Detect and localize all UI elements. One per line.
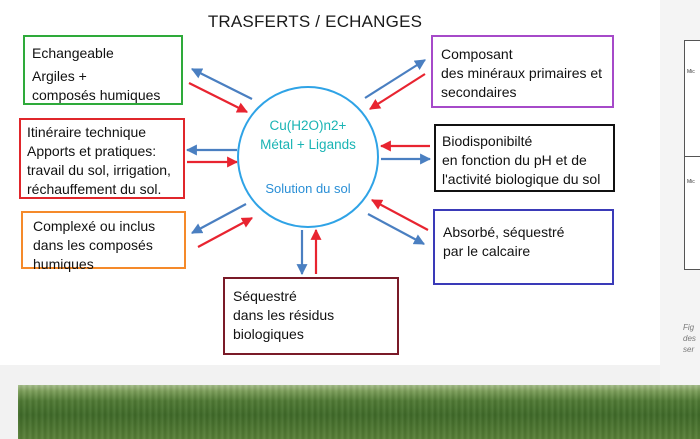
box-composant-line: des minéraux primaires et [441, 65, 603, 81]
arrow-blue [191, 68, 253, 100]
box-complexe-line: dans les composés [33, 237, 153, 253]
side-caption-line: des [683, 334, 696, 343]
arrow-red [188, 82, 248, 113]
box-echangeable: Echangeable Argiles + composés humiques [23, 35, 183, 105]
box-composant: Composant des minéraux primaires et seco… [431, 35, 614, 108]
arrow-blue [364, 59, 426, 99]
box-echangeable-line: composés humiques [32, 87, 161, 103]
side-table-label: Mic [687, 69, 695, 75]
box-complexe-line: humiques [33, 256, 94, 272]
side-table: Mic Mic [684, 40, 700, 270]
arrow-red [369, 73, 426, 110]
box-itineraire-line: travail du sol, irrigation, [27, 162, 171, 178]
box-absorbe-line: par le calcaire [443, 243, 531, 259]
side-table-label: Mic [687, 179, 695, 185]
box-sequestre-line: Séquestré [233, 288, 297, 304]
box-complexe: Complexé ou inclus dans les composés hum… [21, 211, 186, 272]
box-itineraire-line: Apports et pratiques: [27, 143, 157, 159]
box-complexe-line: Complexé ou inclus [33, 218, 156, 234]
box-absorbe: Absorbé, séquestré par le calcaire [433, 209, 614, 285]
center-formula: Cu(H2O)n2+ [269, 118, 347, 133]
side-table-divider [685, 156, 700, 157]
box-composant-line: Composant [441, 46, 513, 62]
box-echangeable-line: Echangeable [32, 45, 114, 61]
box-sequestre-line: biologiques [233, 326, 304, 342]
side-caption-line: ser [683, 345, 695, 354]
box-itineraire: Itinéraire technique Apports et pratique… [19, 118, 185, 199]
arrow-red [197, 217, 253, 248]
center-label: Solution du sol [265, 181, 351, 196]
center-subtitle: Métal + Ligands [260, 137, 356, 152]
grass-field-photo [18, 385, 700, 439]
box-absorbe-line: Absorbé, séquestré [443, 224, 565, 240]
box-sequestre-residus: Séquestré dans les résidus biologiques [223, 277, 399, 355]
arrow-blue [367, 213, 425, 245]
arrow-red [371, 199, 429, 231]
box-echangeable-line: Argiles + [32, 68, 87, 84]
box-composant-line: secondaires [441, 84, 517, 100]
box-biodisponibilite-line: en fonction du pH et de [442, 152, 587, 168]
diagram-title: TRASFERTS / ECHANGES [207, 12, 423, 31]
box-itineraire-line: réchauffement du sol. [27, 181, 162, 197]
soil-solution-circle: Cu(H2O)n2+ Métal + Ligands Solution du s… [237, 86, 379, 228]
side-caption: Fig des ser [683, 322, 696, 355]
box-sequestre-line: dans les résidus [233, 307, 335, 323]
box-biodisponibilite-line: Biodisponibilté [442, 133, 533, 149]
box-biodisponibilite-line: l'activité biologique du sol [442, 171, 601, 187]
box-biodisponibilite: Biodisponibilté en fonction du pH et de … [434, 124, 615, 192]
arrow-blue [191, 203, 247, 234]
side-caption-line: Fig [683, 323, 695, 332]
box-itineraire-line: Itinéraire technique [27, 124, 147, 140]
